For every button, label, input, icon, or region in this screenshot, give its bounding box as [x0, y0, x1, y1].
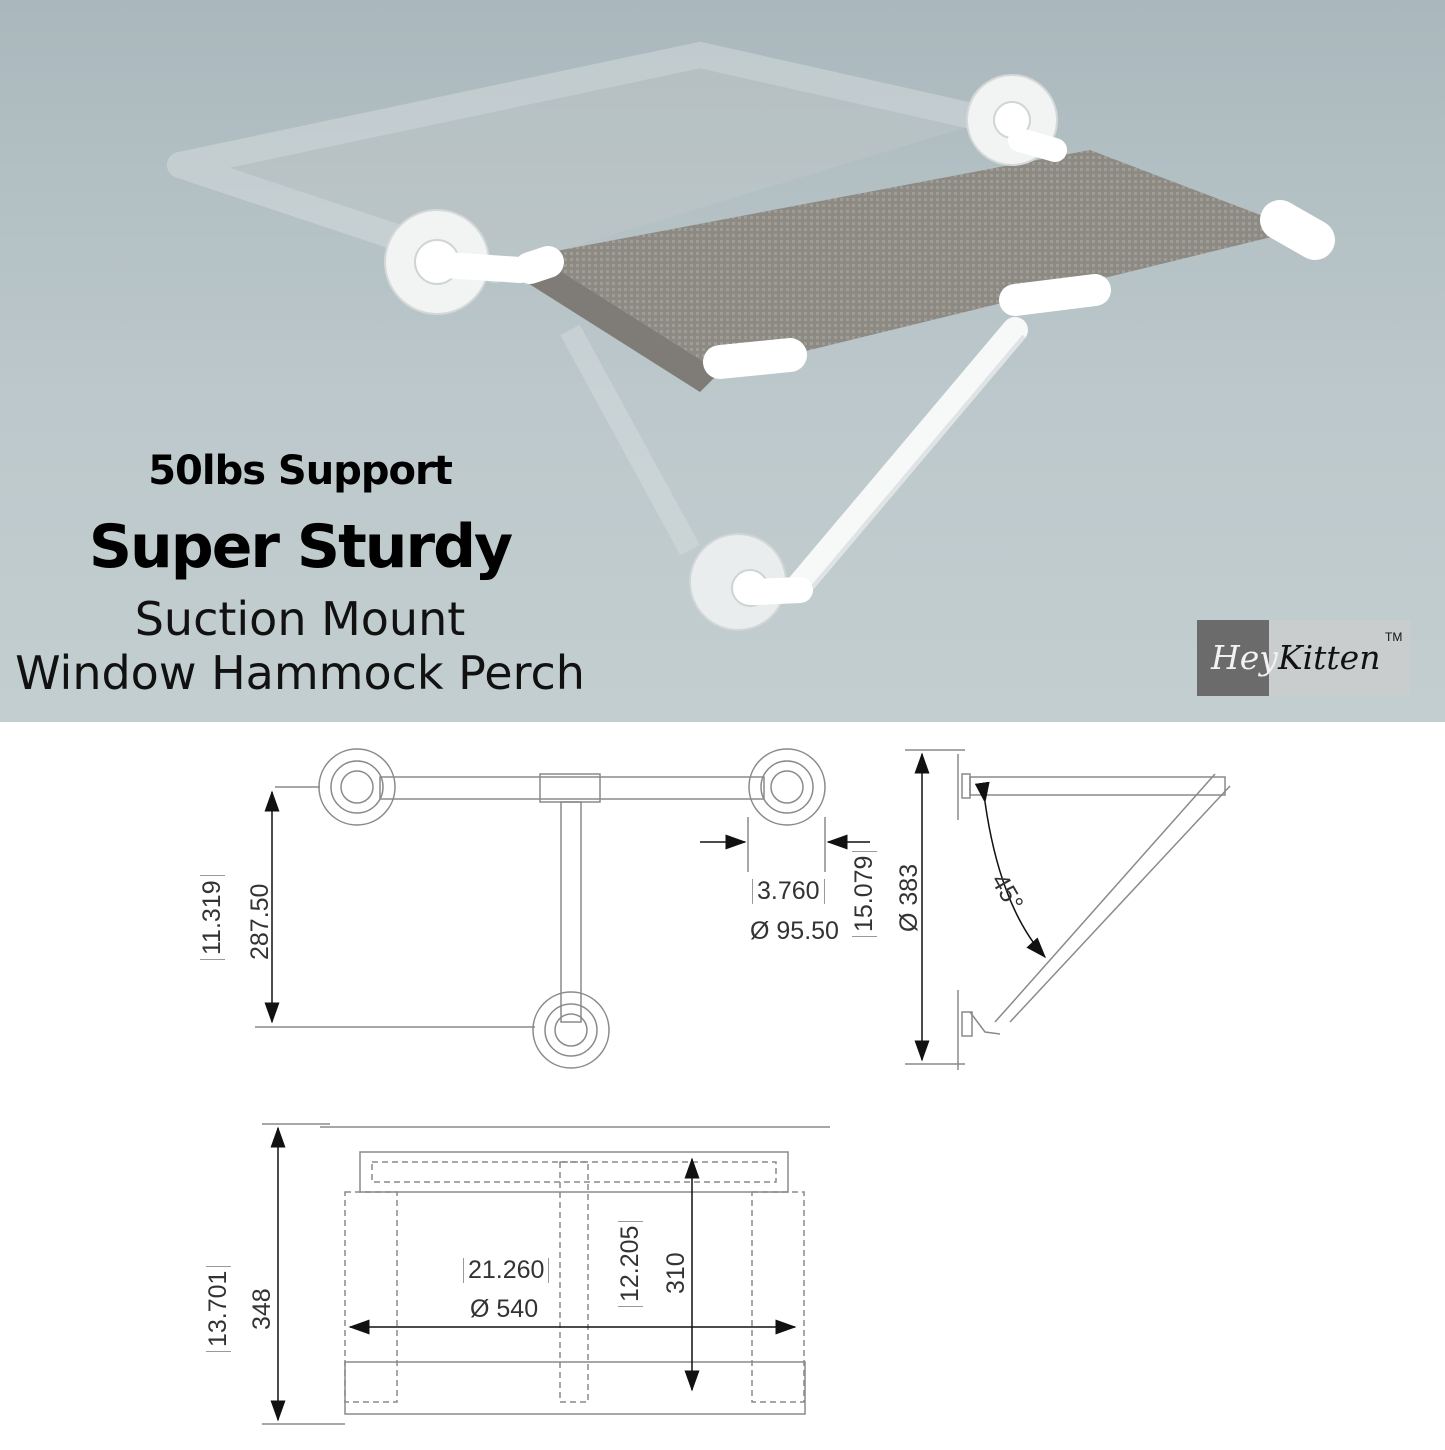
brand-logo: HeyKitten TM — [1197, 620, 1410, 696]
side-height-in: 15.079 — [850, 850, 878, 937]
top-width-mm: Ø 540 — [470, 1295, 539, 1323]
cup-diameter-in: 3.760 — [752, 879, 825, 904]
hammock-render — [167, 41, 1335, 631]
top-depth-mm: 348 — [248, 1288, 276, 1330]
front-height-in: 11.319 — [198, 875, 226, 960]
side-height-mm: Ø 383 — [895, 863, 923, 932]
front-view — [255, 748, 826, 1069]
support-leg — [787, 317, 1028, 598]
hammock-fabric — [535, 150, 1300, 372]
side-view — [905, 749, 1231, 1070]
dimension-drawings — [255, 748, 1231, 1425]
front-height-mm: 287.50 — [246, 883, 274, 960]
cup-diameter-mm: Ø 95.50 — [750, 917, 839, 945]
support-headline: 50lbs Support — [148, 448, 453, 494]
technical-drawings: 11.319 287.50 3.760 Ø 95.50 15.079 Ø 383… — [0, 722, 1445, 1445]
product-hero: 50lbs Support Super Sturdy Suction Mount… — [0, 0, 1445, 722]
sturdy-headline: Super Sturdy — [88, 512, 513, 582]
inner-depth-mm: 310 — [662, 1252, 690, 1294]
product-subtitle: Window Hammock Perch — [15, 646, 585, 700]
inner-depth-in: 12.205 — [616, 1220, 644, 1307]
top-depth-in: 13.701 — [204, 1265, 232, 1352]
top-view — [262, 1123, 830, 1425]
mount-subtitle: Suction Mount — [134, 592, 466, 646]
top-width-in: 21.260 — [463, 1258, 550, 1283]
